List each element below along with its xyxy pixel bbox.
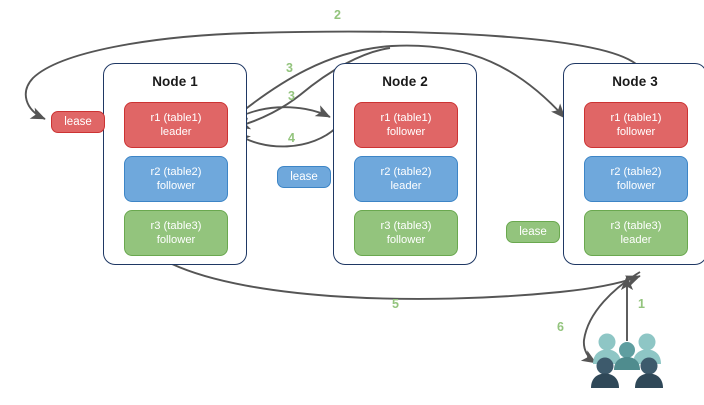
node-3-replica-r2[interactable]: r2 (table2) follower	[584, 156, 688, 202]
step-label-4: 4	[288, 131, 295, 145]
lease-badge-r3[interactable]: lease	[506, 221, 560, 243]
node-1-replica-r2[interactable]: r2 (table2) follower	[124, 156, 228, 202]
arrow-4-path	[235, 125, 339, 148]
node-1-replica-r3[interactable]: r3 (table3) follower	[124, 210, 228, 256]
node-3-title: Node 3	[612, 74, 658, 89]
lease-badge-r2[interactable]: lease	[277, 166, 331, 188]
replica-name: r2 (table2)	[380, 166, 432, 178]
node-1-replica-r1[interactable]: r1 (table1) leader	[124, 102, 228, 148]
node-2-title: Node 2	[382, 74, 428, 89]
replica-name: r2 (table2)	[150, 166, 202, 178]
node-box-2[interactable]: Node 2 r1 (table1) follower r2 (table2) …	[333, 63, 477, 265]
step-label-1: 1	[638, 297, 645, 311]
lease-label: lease	[519, 226, 547, 238]
replica-name: r2 (table2)	[610, 166, 662, 178]
replica-role: leader	[390, 180, 422, 192]
replica-name: r3 (table3)	[380, 220, 432, 232]
replica-role: follower	[156, 180, 196, 192]
node-2-replica-r3[interactable]: r3 (table3) follower	[354, 210, 458, 256]
replica-role: follower	[616, 126, 656, 138]
replica-role: follower	[386, 126, 426, 138]
step-label-6: 6	[557, 320, 564, 334]
lease-label: lease	[290, 171, 318, 183]
replica-role: leader	[620, 234, 652, 246]
step-label-3a: 3	[286, 61, 293, 75]
replica-name: r3 (table3)	[610, 220, 662, 232]
node-1-title: Node 1	[152, 74, 198, 89]
replica-role: follower	[386, 234, 426, 246]
arrow-5-path	[171, 263, 641, 300]
replica-name: r1 (table1)	[380, 112, 432, 124]
replica-role: follower	[616, 180, 656, 192]
replica-name: r3 (table3)	[150, 220, 202, 232]
node-3-replica-r3[interactable]: r3 (table3) leader	[584, 210, 688, 256]
node-3-replica-r1[interactable]: r1 (table1) follower	[584, 102, 688, 148]
step-label-5: 5	[392, 297, 399, 311]
step-label-3b: 3	[288, 89, 295, 103]
people-icon	[591, 333, 663, 388]
replica-name: r1 (table1)	[610, 112, 662, 124]
node-2-replica-r2[interactable]: r2 (table2) leader	[354, 156, 458, 202]
lease-badge-r1[interactable]: lease	[51, 111, 105, 133]
replica-role: follower	[156, 234, 196, 246]
node-box-1[interactable]: Node 1 r1 (table1) leader r2 (table2) fo…	[103, 63, 247, 265]
lease-label: lease	[64, 116, 92, 128]
node-2-replica-r1[interactable]: r1 (table1) follower	[354, 102, 458, 148]
node-box-3[interactable]: Node 3 r1 (table1) follower r2 (table2) …	[563, 63, 704, 265]
replica-name: r1 (table1)	[150, 112, 202, 124]
replica-role: leader	[160, 126, 192, 138]
step-label-2: 2	[334, 8, 341, 22]
